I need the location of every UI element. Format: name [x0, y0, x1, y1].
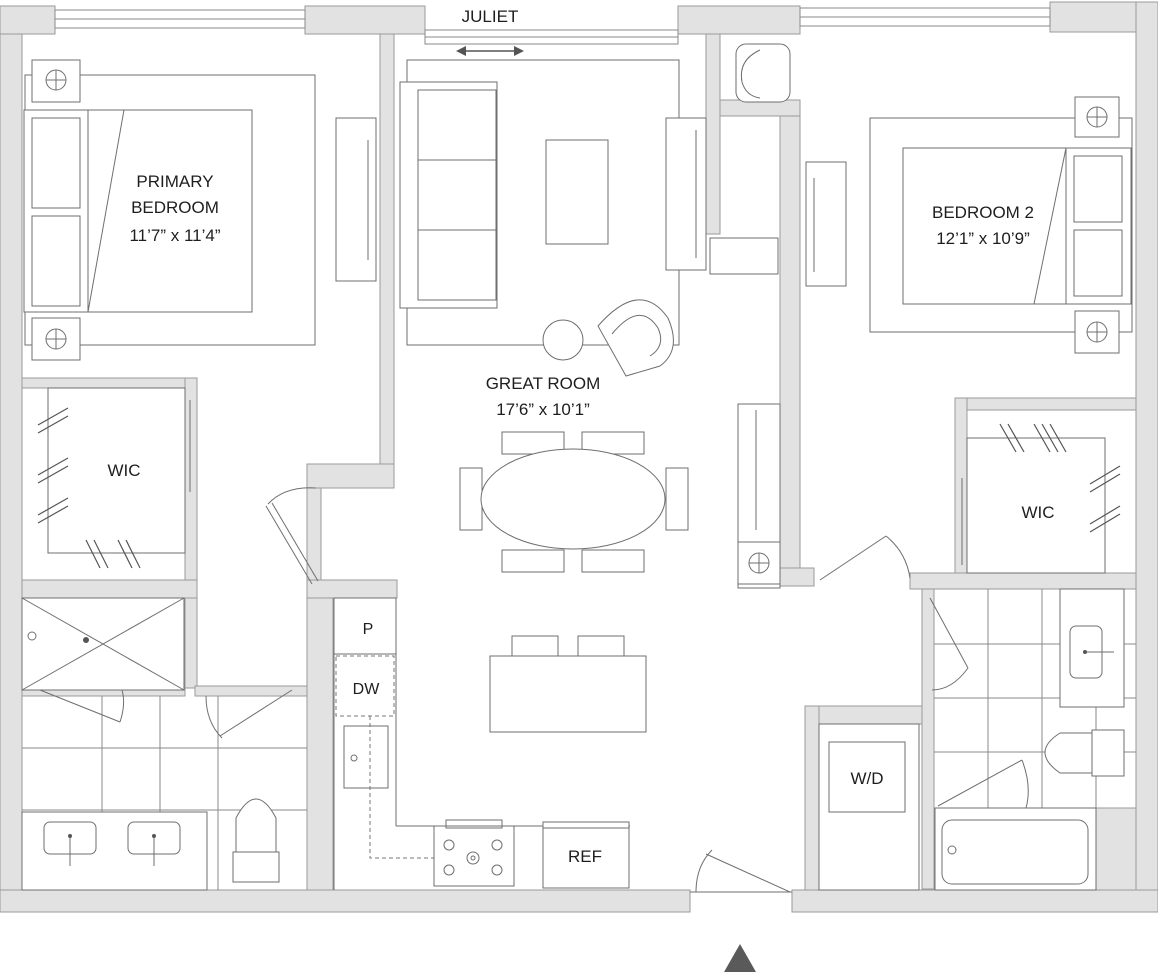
- pillow: [31, 117, 81, 209]
- wic-left-label: WIC: [107, 461, 140, 480]
- double-arrow-icon: [456, 46, 524, 56]
- lamp-icon: [737, 541, 781, 585]
- bedroom2-name: BEDROOM 2: [932, 203, 1034, 222]
- chair: [735, 43, 791, 103]
- kitchen: [333, 597, 630, 890]
- dresser: [335, 117, 377, 282]
- washer-dryer: [828, 741, 906, 813]
- pillow: [1073, 229, 1123, 297]
- windows: [54, 7, 1051, 45]
- washer-dryer-label: W/D: [850, 769, 883, 788]
- dining-table: [480, 448, 666, 550]
- juliet-label: JULIET: [462, 7, 519, 26]
- primary-bedroom-name-line1: PRIMARY: [136, 172, 213, 191]
- dishwasher-label: DW: [353, 681, 381, 698]
- pillow: [31, 215, 81, 307]
- great-room-size: 17’6” x 10’1”: [496, 400, 590, 419]
- lamp-icon: [1074, 310, 1120, 354]
- bedroom2-size: 12’1” x 10’9”: [936, 229, 1030, 248]
- primary-bedroom-size: 11’7” x 11’4”: [129, 226, 220, 245]
- lamp-icon: [31, 317, 81, 361]
- sofa: [399, 81, 498, 309]
- lamp-icon: [1074, 96, 1120, 138]
- walls: [0, 1, 1158, 913]
- bedroom-2: [735, 43, 1133, 354]
- sink: [343, 725, 389, 789]
- great-room: [399, 59, 781, 733]
- dresser: [805, 161, 847, 287]
- tv-console: [665, 117, 707, 271]
- lamp-icon: [31, 59, 81, 103]
- wic-right-label: WIC: [1021, 503, 1054, 522]
- coffee-table: [545, 139, 609, 245]
- wic-right: [961, 423, 1121, 574]
- refrigerator: [542, 821, 630, 889]
- pantry-label: P: [363, 621, 374, 638]
- primary-bedroom: [23, 59, 377, 361]
- north-arrow-icon: [724, 944, 756, 972]
- wic-left: [37, 387, 191, 569]
- dishwasher: [335, 655, 395, 717]
- right-bathroom: [934, 588, 1136, 891]
- doors: [205, 487, 969, 893]
- kitchen-island: [489, 655, 647, 733]
- laundry: [818, 723, 920, 891]
- armchair: [597, 299, 674, 377]
- pantry: [333, 597, 397, 655]
- great-room-name: GREAT ROOM: [486, 374, 601, 393]
- left-bathroom: [21, 597, 307, 891]
- refrigerator-label: REF: [568, 847, 602, 866]
- primary-bedroom-name-line2: BEDROOM: [131, 198, 219, 217]
- pillow: [1073, 155, 1123, 223]
